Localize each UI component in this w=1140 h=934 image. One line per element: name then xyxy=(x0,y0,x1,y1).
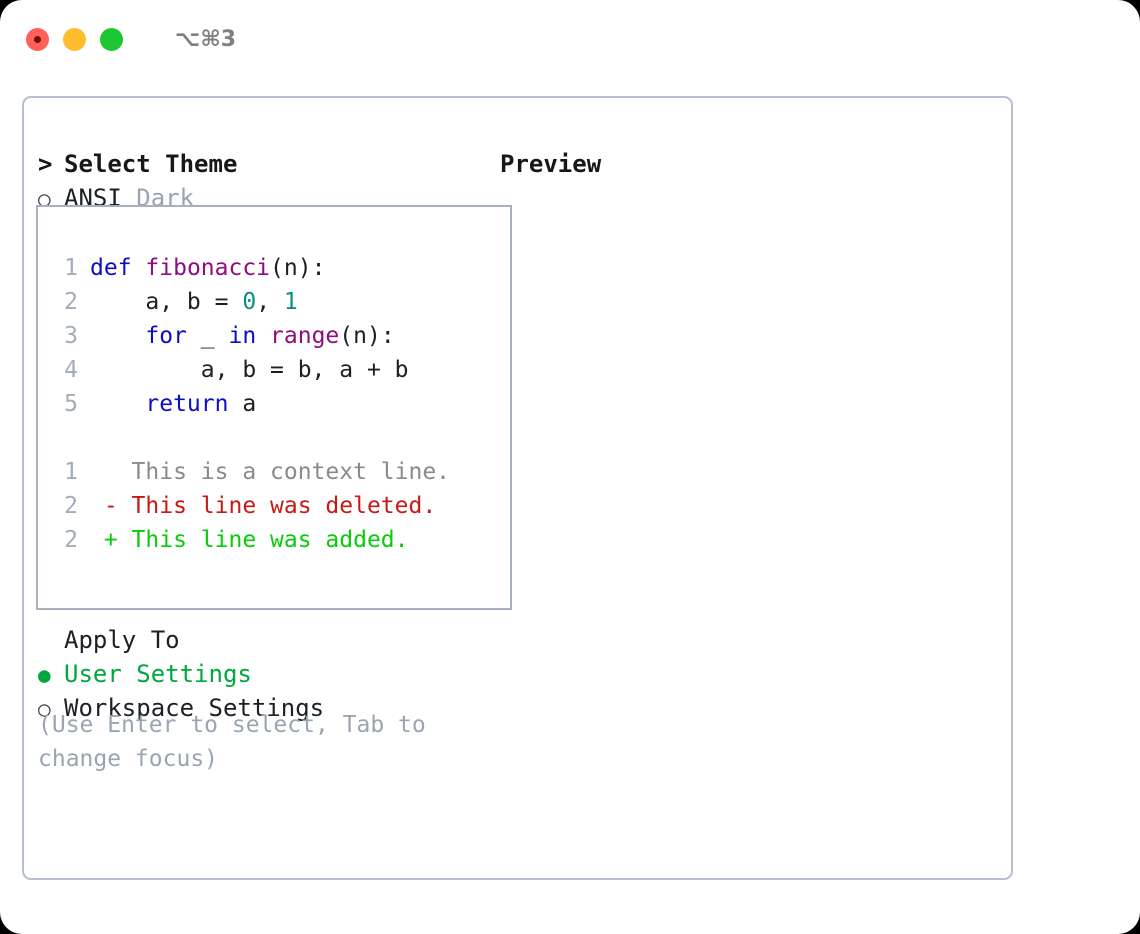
line-number: 1 xyxy=(64,459,78,485)
code-token: in xyxy=(228,323,257,349)
select-theme-title: Select Theme xyxy=(64,150,238,178)
minimize-button-icon[interactable] xyxy=(63,27,86,51)
code-line: 2 a, b = 0, 1 xyxy=(52,285,450,319)
code-line: 1 def fibonacci(n): xyxy=(52,251,450,285)
apply-to-option-label: Workspace Settings xyxy=(64,694,325,722)
diff-line: 1 This is a context line. xyxy=(52,455,450,489)
code-token xyxy=(132,255,146,281)
line-number: 2 xyxy=(64,527,78,553)
maximize-button-icon[interactable] xyxy=(100,27,123,51)
select-theme-header: > Select Theme xyxy=(38,147,498,181)
radio-unselected-icon: ○ xyxy=(38,697,51,721)
code-token: fibonacci xyxy=(145,255,271,281)
line-number: 3 xyxy=(64,323,78,349)
apply-to-option[interactable]: ○ Workspace Settings xyxy=(38,691,498,725)
diff-line: 2 + This line was added. xyxy=(52,523,450,557)
line-number: 2 xyxy=(64,493,78,519)
close-button-icon[interactable] xyxy=(26,27,49,51)
code-token: range xyxy=(270,323,340,349)
apply-to-label: Apply To xyxy=(64,626,180,654)
code-token: return xyxy=(145,391,229,417)
code-token: This is a context line. xyxy=(90,459,451,485)
apply-to-list: ● User Settings ○ Workspace Settings xyxy=(38,657,498,725)
code-token: (n): xyxy=(339,323,395,349)
code-token: a, b = b, a + b xyxy=(90,357,409,383)
code-token: , xyxy=(256,289,284,315)
code-token xyxy=(256,323,270,349)
preview-title: Preview xyxy=(500,150,602,178)
line-number: 2 xyxy=(64,289,78,315)
line-number: 1 xyxy=(64,255,78,281)
main-panel: >Select Theme ○ANSI Dark○Atom One Dark○A… xyxy=(22,96,1013,880)
caret-icon: > xyxy=(38,150,53,178)
code-line: 3 for _ in range(n): xyxy=(52,319,450,353)
code-token: + This line was added. xyxy=(90,527,409,553)
line-number: 4 xyxy=(64,357,78,383)
code-line: 5 return a xyxy=(52,387,450,421)
code-token xyxy=(90,323,145,349)
code-token: 0 xyxy=(242,289,257,315)
code-token xyxy=(90,391,145,417)
code-diff-gap xyxy=(52,421,450,455)
diff-line: 2 - This line was deleted. xyxy=(52,489,450,523)
code-token: 1 xyxy=(283,289,298,315)
radio-selected-icon: ● xyxy=(38,663,51,687)
code-token: _ xyxy=(186,323,229,349)
apply-to-option[interactable]: ● User Settings xyxy=(38,657,498,691)
code-token: for xyxy=(145,323,187,349)
apply-to-option-label: User Settings xyxy=(64,660,252,688)
code-token: (n): xyxy=(270,255,326,281)
code-token: a xyxy=(228,391,257,417)
line-number: 5 xyxy=(64,391,78,417)
keyboard-hint-text: (Use Enter to select, Tab to change focu… xyxy=(38,712,426,772)
diff-block: 1 This is a context line.2 - This line w… xyxy=(52,455,450,557)
keyboard-shortcut-label: ⌥⌘3 xyxy=(175,26,237,52)
code-token: def xyxy=(90,255,132,281)
code-token: - This line was deleted. xyxy=(90,493,437,519)
code-token: a, b = xyxy=(90,289,243,315)
code-line: 4 a, b = b, a + b xyxy=(52,353,450,387)
preview-column: Preview xyxy=(500,147,1000,181)
window-controls xyxy=(26,27,123,51)
title-bar: ⌥⌘3 xyxy=(0,0,1140,78)
